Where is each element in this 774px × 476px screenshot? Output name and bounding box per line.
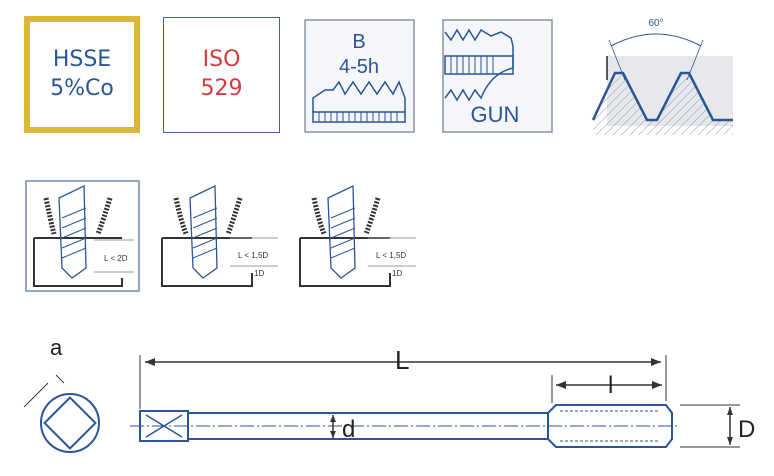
hole-depth-limit: L < 1,5D (238, 251, 268, 260)
thread-profile-icon (312, 80, 406, 112)
standard-badge: ISO 529 (163, 17, 280, 133)
hole-depth-icons: L < 2D L < 1,5D 1D L < 1,5D 1D (25, 180, 416, 292)
standard-line1: ISO (202, 47, 241, 73)
tolerance-badge: B 4-5h (304, 19, 415, 133)
thread-angle-label: 60° (648, 18, 663, 29)
spiral-point-icon (444, 28, 514, 68)
standard-line2: 529 (200, 76, 243, 101)
dim-length-label: L (395, 345, 409, 375)
material-line2: 5%Co (50, 75, 114, 101)
material-line1: HSSE (52, 46, 112, 72)
thread-angle-diagram: 60° (591, 18, 733, 135)
hole-depth-icon-1: L < 2D (25, 180, 140, 292)
dim-diameter-label: D (738, 416, 755, 443)
tap-type-label: GUN (471, 102, 520, 127)
tap-dimension-drawing: a L l d D (23, 335, 755, 453)
dim-shank-diameter-label: d (342, 416, 355, 443)
dim-square-label: a (50, 335, 63, 360)
hole-depth-icon-3: L < 1,5D 1D (299, 184, 416, 287)
hole-depth-reference: 1D (392, 269, 402, 278)
dim-thread-length-label: l (608, 372, 613, 399)
hole-depth-reference: 1D (254, 269, 264, 278)
gun-tap-badge: GUN (442, 19, 553, 133)
tolerance-fit: 4-5h (339, 56, 379, 78)
tolerance-class: B (352, 31, 365, 53)
square-section: a (23, 335, 100, 453)
hole-depth-icon-2: L < 1,5D 1D (161, 184, 278, 287)
material-badge: HSSE 5%Co (24, 16, 140, 133)
hole-depth-limit: L < 1,5D (376, 251, 406, 260)
hole-depth-limit: L < 2D (104, 254, 128, 263)
